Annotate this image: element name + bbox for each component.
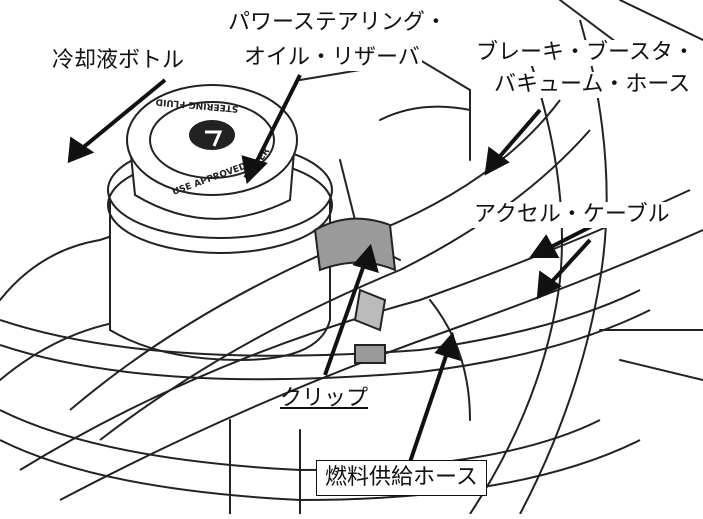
label-accel-cable: アクセル・ケーブル [472, 202, 672, 228]
coolant-leader [78, 78, 167, 152]
hose-clip [313, 217, 397, 364]
engine-outline [299, 58, 471, 161]
label-brake-hose-line2: バキューム・ホース [492, 72, 693, 98]
engine-outline [619, 0, 703, 41]
label-ps-reservoir-line1: パワーステアリング・ [228, 10, 447, 35]
clip-leader [323, 261, 367, 376]
label-ps-reservoir-line2: オイル・リザーバ [242, 45, 422, 71]
fuel-hose-leader [408, 349, 450, 463]
ps-reservoir-leader [253, 74, 302, 166]
label-clip: クリップ [280, 386, 369, 411]
engine-outline [379, 105, 471, 121]
label-brake-hose-line1: ブレーキ・ブースタ・ [474, 40, 697, 66]
accel-cable-leader-2 [545, 238, 592, 289]
brake-hose-leader [493, 108, 542, 164]
engine-outline [429, 299, 471, 421]
label-fuel-supply-hose: 燃料供給ホース [316, 460, 487, 496]
accelerator-cable [19, 189, 691, 471]
engine-outline [619, 359, 703, 381]
label-coolant-bottle: 冷却液ボトル [50, 48, 187, 74]
engine-outline [0, 229, 131, 301]
